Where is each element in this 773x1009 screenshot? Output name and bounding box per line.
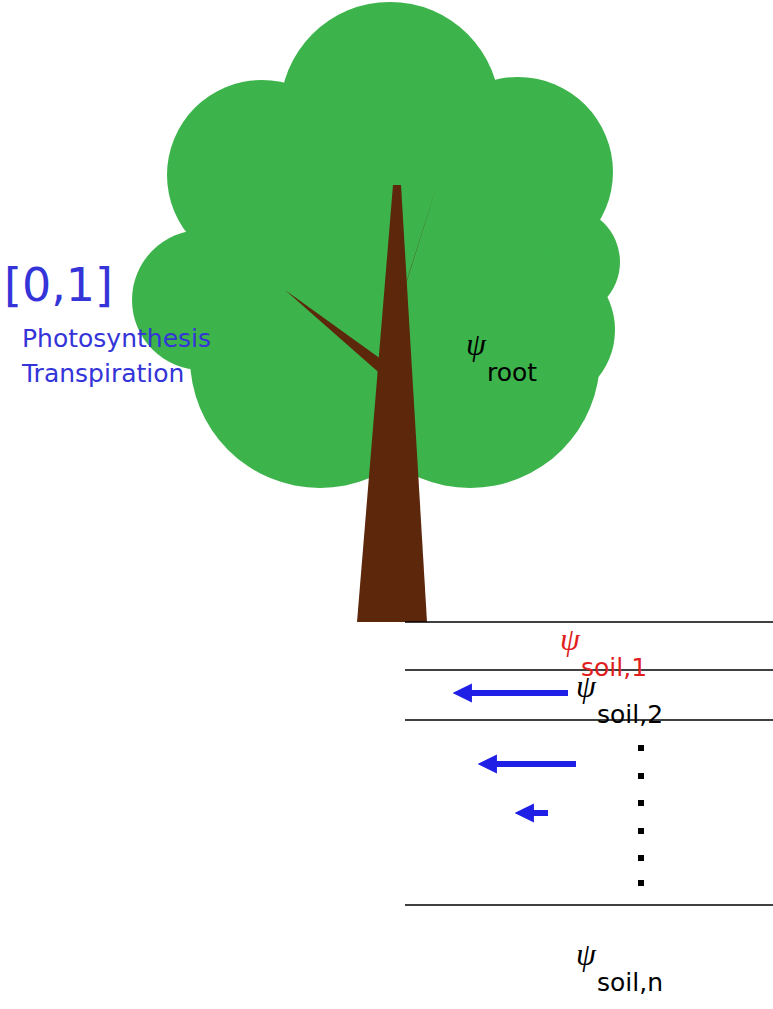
- ellipsis-dots: [638, 745, 644, 886]
- potential-symbol: ψ: [466, 328, 486, 360]
- potential-symbol: ψ: [560, 623, 580, 655]
- potential-subscript: root: [487, 360, 537, 385]
- potential-subscript: soil,n: [597, 970, 663, 995]
- process-label: Transpiration: [22, 361, 184, 386]
- potential-symbol: ψ: [576, 938, 596, 970]
- potential-symbol: ψ: [576, 670, 596, 702]
- potential-subscript: soil,2: [597, 702, 663, 727]
- water-flow-arrows: [470, 693, 576, 813]
- soil-layer-lines: [405, 622, 773, 905]
- tree-trunk: [285, 185, 437, 622]
- process-label: Photosynthesis: [22, 326, 211, 351]
- range-label: [0,1]: [4, 262, 113, 308]
